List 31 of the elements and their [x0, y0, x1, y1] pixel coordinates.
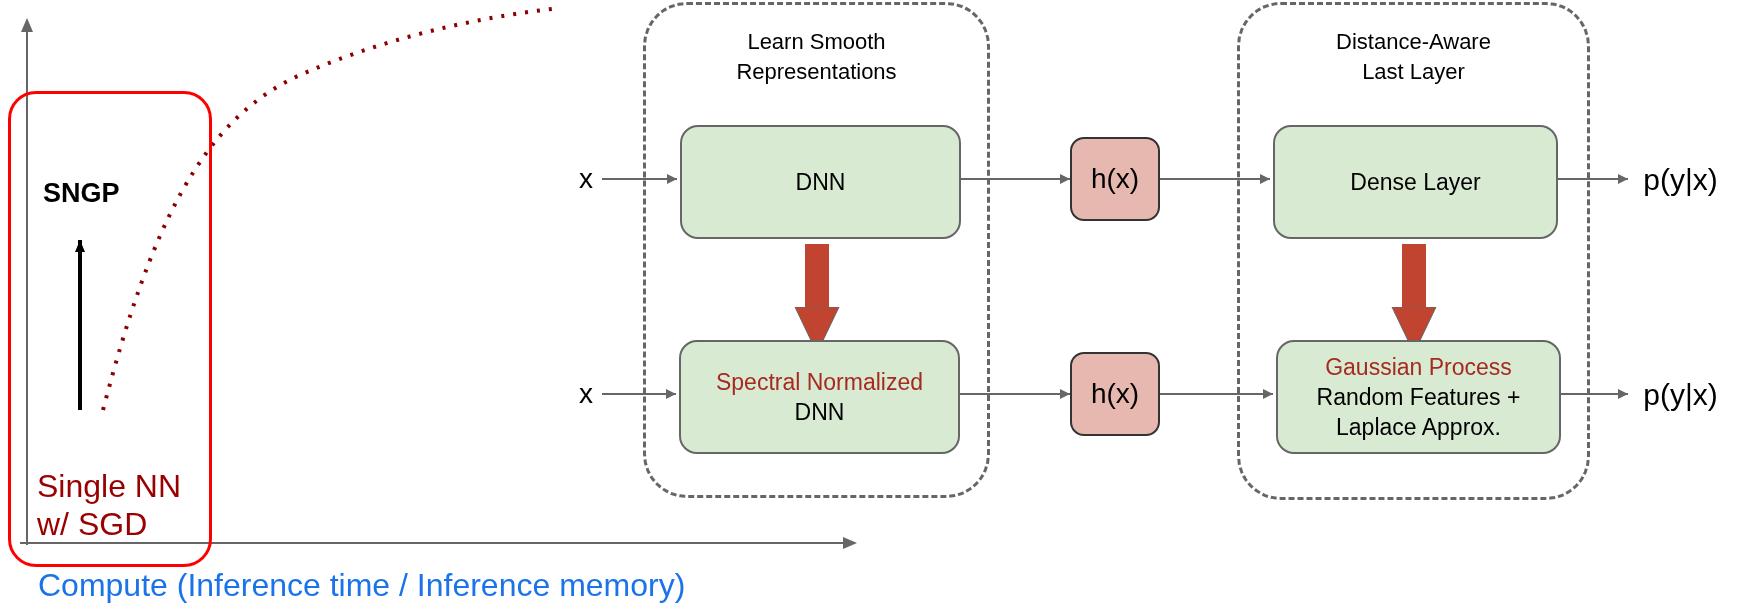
group-title: Learn Smooth Representations — [735, 28, 898, 86]
axis-label: Compute (Inference time / Inference memory) — [38, 566, 686, 605]
box-text: h(x) — [1090, 162, 1140, 196]
box-text: Dense Layer — [1350, 168, 1481, 197]
dashed-group-box — [643, 2, 990, 498]
arrow — [601, 174, 678, 184]
feature-box — [1070, 137, 1160, 221]
box-text: h(x) — [1090, 377, 1140, 411]
arrow — [1159, 389, 1274, 399]
dashed-group-box — [1237, 2, 1590, 500]
output-label: p(y|x) — [1643, 376, 1718, 413]
method-label: Single NN w/ SGD — [37, 467, 183, 543]
output-label: p(y|x) — [1643, 161, 1718, 198]
arrow — [75, 240, 85, 410]
group-title: Distance-Aware Last Layer — [1335, 28, 1492, 86]
highlight-frame — [8, 91, 212, 567]
process-box — [1273, 125, 1558, 239]
method-label: SNGP — [43, 177, 120, 210]
box-text: DNN — [795, 168, 846, 197]
input-label: x — [579, 162, 593, 196]
input-label: x — [579, 377, 593, 411]
process-box — [679, 340, 960, 454]
box-text: DNN — [794, 398, 845, 427]
feature-box — [1070, 352, 1160, 436]
highlight-text: Spectral Normalized — [715, 368, 924, 397]
process-box — [1276, 340, 1561, 454]
highlight-text: Gaussian Process — [1325, 353, 1512, 382]
process-box — [680, 125, 961, 239]
box-text: Random Features + Laplace Approx. — [1315, 383, 1522, 442]
arrow — [1159, 174, 1271, 184]
arrow — [601, 389, 677, 399]
